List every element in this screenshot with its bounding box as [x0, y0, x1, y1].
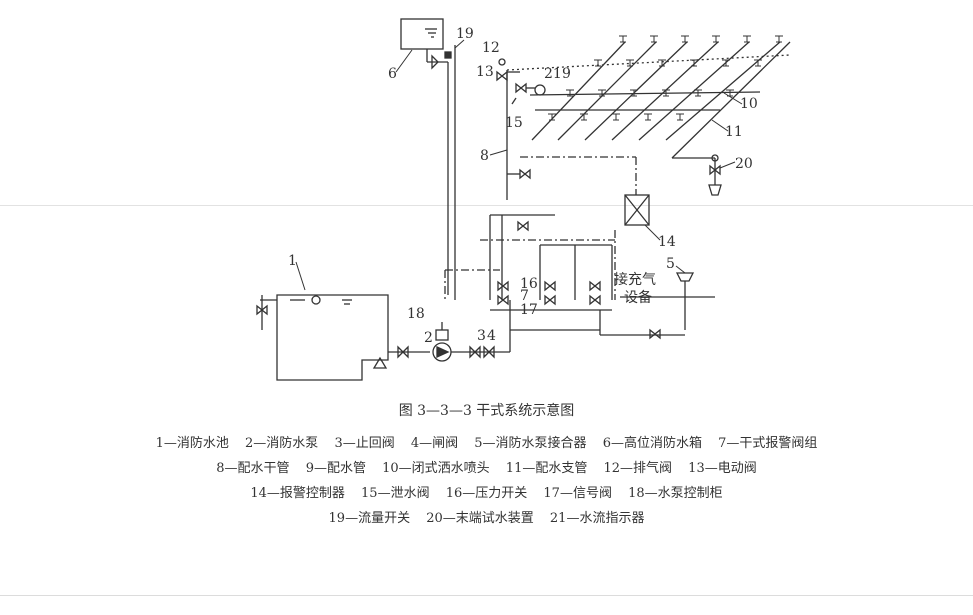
- callout-leaders: [295, 39, 743, 291]
- callout-7: 7: [520, 288, 529, 304]
- legend-item: 1—消防水池: [155, 436, 229, 451]
- dry-alarm-valve-groups: [489, 214, 613, 311]
- legend-item: 11—配水支管: [505, 461, 588, 476]
- legend-row: 19—流量开关 20—末端试水装置 21—水流指示器: [0, 507, 973, 526]
- legend-item: 10—闭式洒水喷头: [382, 461, 490, 476]
- callout-19: 19: [456, 26, 474, 42]
- scan-shadow-band: [0, 205, 973, 206]
- pump-connector: [600, 272, 715, 340]
- legend-item: 21—水流指示器: [549, 511, 645, 526]
- callout-3: 3: [477, 328, 486, 344]
- callout-16: 16: [520, 276, 538, 292]
- fire-water-pool: [256, 294, 389, 381]
- callout-5: 5: [666, 256, 675, 272]
- sprinkler-grid: [506, 41, 791, 200]
- callout-21: 21: [544, 66, 562, 82]
- legend-item: 17—信号阀: [543, 486, 612, 501]
- legend-row: 14—报警控制器 15—泄水阀 16—压力开关 17—信号阀 18—水泵控制柜: [0, 482, 973, 501]
- legend-item: 19—流量开关: [328, 511, 411, 526]
- callout-labels: 1 2 3 4 5 6 7 8 9 10 11 12 13 14 15 16 1…: [288, 26, 758, 346]
- elevated-water-tank: [400, 18, 456, 300]
- sprinkler-heads: [548, 35, 783, 121]
- legend-item: 4—闸阀: [410, 436, 459, 451]
- callout-2: 2: [424, 330, 433, 346]
- scan-shadow-band: [0, 595, 973, 596]
- legend-item: 16—压力开关: [445, 486, 528, 501]
- legend-row: 8—配水干管 9—配水管 10—闭式洒水喷头 11—配水支管 12—排气阀 13…: [0, 457, 973, 476]
- alarm-controller: [624, 194, 650, 226]
- legend-item: 5—消防水泵接合器: [474, 436, 587, 451]
- gas-supply-label-line1: 接充气: [614, 271, 656, 288]
- drain-valve: [507, 168, 531, 180]
- callout-4: 4: [487, 328, 496, 344]
- callout-11: 11: [725, 124, 743, 140]
- callout-1: 1: [288, 253, 297, 269]
- gas-supply-label-line2: 设备: [624, 289, 652, 306]
- legend-item: 8—配水干管: [216, 461, 290, 476]
- callout-15: 15: [505, 115, 523, 131]
- legend-item: 13—电动阀: [688, 461, 757, 476]
- legend-item: 12—排气阀: [603, 461, 673, 476]
- legend-item: 7—干式报警阀组: [718, 436, 818, 451]
- callout-14: 14: [658, 234, 676, 250]
- callout-20: 20: [735, 156, 753, 172]
- callout-13: 13: [476, 64, 494, 80]
- riser-top-valves: [496, 58, 546, 105]
- callout-12: 12: [482, 40, 500, 56]
- legend-item: 20—末端试水装置: [426, 511, 534, 526]
- legend-item: 6—高位消防水箱: [602, 436, 702, 451]
- legend-item: 2—消防水泵: [245, 436, 319, 451]
- figure-caption: 图 3—3—3 干式系统示意图: [398, 403, 575, 419]
- legend-item: 9—配水管: [305, 461, 366, 476]
- legend-row: 1—消防水池 2—消防水泵 3—止回阀 4—闸阀 5—消防水泵接合器 6—高位消…: [0, 432, 973, 451]
- legend-item: 3—止回阀: [334, 436, 395, 451]
- dry-sprinkler-system-diagram: 1 2 3 4 5 6 7 8 9 10 11 12 13 14 15 16 1…: [256, 18, 791, 381]
- callout-9: 9: [562, 66, 571, 82]
- end-test-device: [708, 154, 722, 196]
- legend-item: 18—水泵控制柜: [628, 486, 723, 501]
- legend-item: 14—报警控制器: [250, 486, 345, 501]
- callout-10: 10: [740, 96, 758, 112]
- legend-item: 15—泄水阀: [361, 486, 430, 501]
- callout-6: 6: [388, 66, 397, 82]
- callout-8: 8: [480, 148, 489, 164]
- pump-section: [388, 300, 601, 362]
- callout-17: 17: [520, 302, 538, 318]
- callout-18: 18: [407, 306, 425, 322]
